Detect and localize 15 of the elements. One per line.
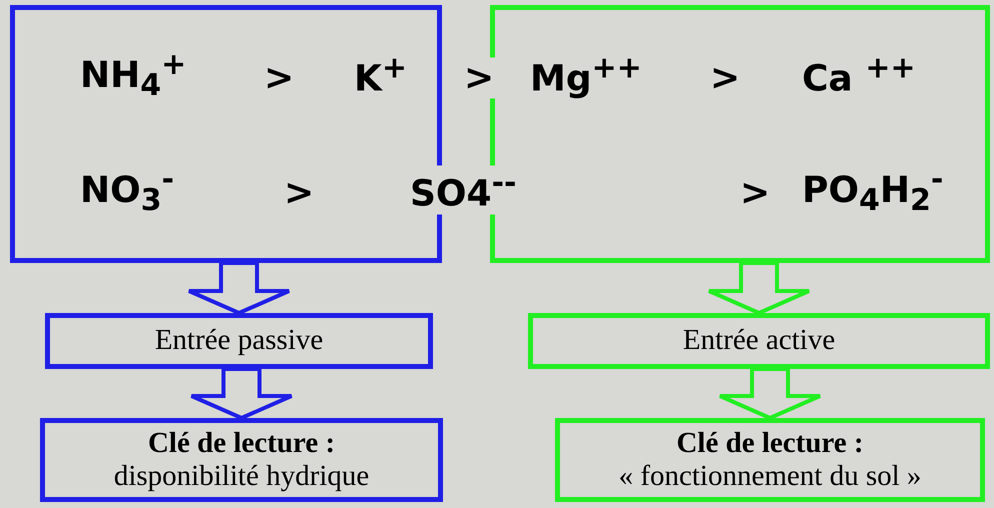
- box-text: « fonctionnement du sol »: [618, 460, 922, 494]
- process-box: [45, 313, 433, 369]
- process-box: [528, 313, 990, 369]
- note-box: [40, 418, 443, 502]
- block-arrow: [707, 261, 811, 316]
- box-text: Entrée passive: [154, 324, 324, 358]
- box-heading: Clé de lecture :: [148, 426, 336, 460]
- box-heading: Clé de lecture :: [676, 426, 864, 460]
- box-text: Entrée active: [682, 324, 836, 358]
- group-box: [490, 5, 990, 263]
- block-arrow: [718, 367, 822, 420]
- box-text: disponibilité hydrique: [114, 460, 370, 494]
- block-arrow: [187, 261, 291, 316]
- block-arrow: [190, 367, 294, 420]
- note-box: [555, 418, 985, 502]
